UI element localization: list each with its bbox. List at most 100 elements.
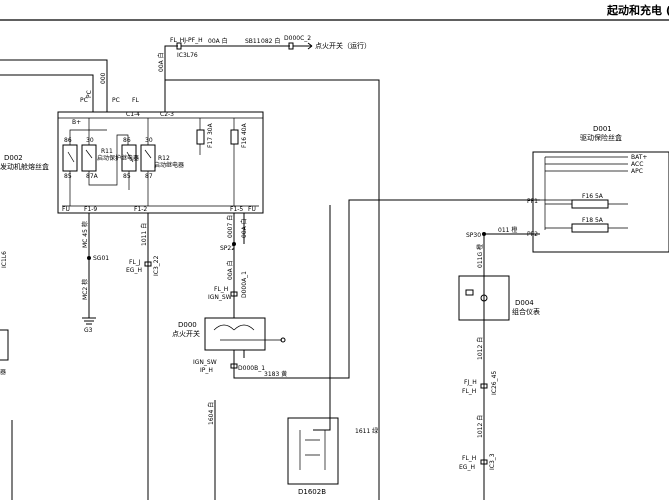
label-p85b: 85 — [123, 173, 131, 180]
label-mc2: MC2 棕 — [81, 279, 89, 300]
label-w1012b: 1012 白 — [476, 415, 484, 438]
fuse-f16 — [230, 129, 239, 145]
label-fj-h: FJ_H — [464, 379, 477, 386]
label-w00a-b: 00A 白 — [226, 260, 234, 280]
label-f1-5: F1-5 — [230, 206, 243, 213]
label-ic26-45: IC26_45 — [491, 371, 498, 395]
label-left-box: 器 — [0, 369, 6, 376]
label-w1611: 1611 绿 — [355, 427, 378, 435]
fuse-wires — [199, 118, 235, 206]
fuse-f16-5a — [571, 199, 609, 209]
label-d004-name: 组合仪表 — [512, 307, 540, 316]
connector-fl-j — [144, 261, 152, 267]
label-fl-h2: FL_H — [462, 388, 476, 395]
label-d002-name: 发动机舱熔丝盒 — [0, 162, 49, 171]
arrow-ign-run — [307, 42, 313, 50]
d1602b-internal — [299, 430, 326, 470]
label-d004-code: D004 — [515, 299, 534, 307]
d004-cluster-box — [458, 275, 510, 321]
label-d000c-2: D000C_2 — [284, 35, 311, 42]
fuse-f18-5a — [571, 223, 609, 233]
label-pc1: PC — [80, 97, 88, 104]
label-sp30: SP30 — [466, 232, 481, 239]
label-d001-name: 驱动保险丝盒 — [580, 133, 622, 142]
label-p86b: 86 — [123, 137, 131, 144]
d001-fuse-wires — [540, 199, 628, 229]
label-w00a-vert: 00A 白 — [157, 52, 165, 72]
label-c2-3: C2-3 — [160, 111, 174, 118]
label-ign-switch-run: 点火开关（运行） — [315, 41, 371, 50]
label-fl-h3: FL_H — [462, 455, 476, 462]
label-w011-vert: 011G 橙 — [476, 244, 484, 268]
label-fu2: FU — [248, 206, 256, 213]
label-pc2: PC — [112, 97, 120, 104]
label-ic3-3: IC3_3 — [489, 453, 496, 470]
label-f18-5a: F18 5A — [582, 217, 604, 224]
d1602b-box — [287, 417, 339, 485]
wire-pc — [0, 74, 94, 112]
label-p30b: 30 — [145, 137, 153, 144]
label-w1011: 1011 白 — [140, 223, 148, 246]
label-sp22: SP22 — [220, 245, 235, 252]
label-fl-hj-pf-h: FL_HJ-PF_H — [170, 37, 203, 44]
label-p86a: 86 — [64, 137, 72, 144]
label-r11-desc: 启动保护继电器 — [97, 154, 139, 162]
label-ip-h: IP_H — [200, 367, 213, 374]
left-partial-box — [0, 329, 9, 361]
fuse-f17 — [196, 129, 205, 145]
label-ic3l76: IC3L76 — [177, 52, 198, 59]
d002-fuse-box — [57, 111, 264, 214]
label-d002-code: D002 — [4, 154, 23, 162]
label-w-mc: MC 45 棕 — [81, 221, 89, 248]
connector-fj-h — [480, 383, 488, 389]
label-ic3-22: IC3_22 — [153, 255, 160, 276]
label-g3: G3 — [84, 327, 93, 334]
wire-000 — [0, 59, 108, 112]
label-d000a-1: D000A_1 — [241, 271, 248, 298]
ignition-switch-symbol — [213, 324, 282, 341]
label-ign-sw: IGN_SW — [208, 294, 232, 301]
label-w00a-top: 00A 白 — [208, 37, 228, 45]
label-w1604: 1604 白 — [207, 402, 215, 425]
ground-g3 — [82, 317, 96, 325]
label-d001-code: D001 — [593, 125, 612, 133]
label-f16-5a: F16 5A — [582, 193, 604, 200]
connector-d000b — [230, 363, 238, 369]
label-r11: R11 — [101, 148, 113, 155]
r11-symbol — [67, 149, 93, 163]
label-w0007: 0007 白 — [226, 215, 234, 238]
label-p85a: 85 — [64, 173, 72, 180]
splice-sg01 — [87, 256, 91, 260]
d002-internal-wires — [69, 118, 149, 206]
label-bat-plus: BAT+ — [631, 154, 647, 161]
wire-fl — [164, 45, 178, 112]
label-fl: FL — [132, 97, 139, 104]
label-w1012: 1012 白 — [476, 337, 484, 360]
label-ign-sw2: IGN_SW — [193, 359, 217, 366]
label-d000b-1: D000B_1 — [238, 365, 265, 372]
label-f1-2: F1-2 — [134, 206, 147, 213]
d001-bus — [544, 156, 628, 230]
label-b-plus: B+ — [72, 119, 81, 126]
wire-1611 — [313, 205, 331, 431]
label-f1-9: F1-9 — [84, 206, 97, 213]
label-w082: 082 白 — [261, 37, 280, 45]
r11-switch — [81, 144, 97, 172]
label-p30: 30 — [86, 137, 94, 144]
d000-ignition-switch — [204, 317, 266, 351]
r12-symbol — [126, 149, 152, 163]
label-w000: 000 — [100, 72, 107, 84]
label-p87a: 87A — [86, 173, 99, 180]
label-fl-h: FL_H — [214, 286, 228, 293]
label-p87: 87 — [145, 173, 153, 180]
label-w180: PC — [86, 90, 93, 98]
label-d1602b: D1602B — [298, 488, 326, 496]
d004-battery-icon — [465, 289, 474, 296]
label-fl-j: FL_J — [129, 259, 141, 266]
wire-3183 — [233, 199, 540, 379]
ignition-key-icon — [280, 337, 286, 343]
label-sg01: SG01 — [93, 255, 109, 262]
splice-sp22 — [232, 242, 236, 246]
label-eg-h2: EG_H — [459, 464, 475, 471]
